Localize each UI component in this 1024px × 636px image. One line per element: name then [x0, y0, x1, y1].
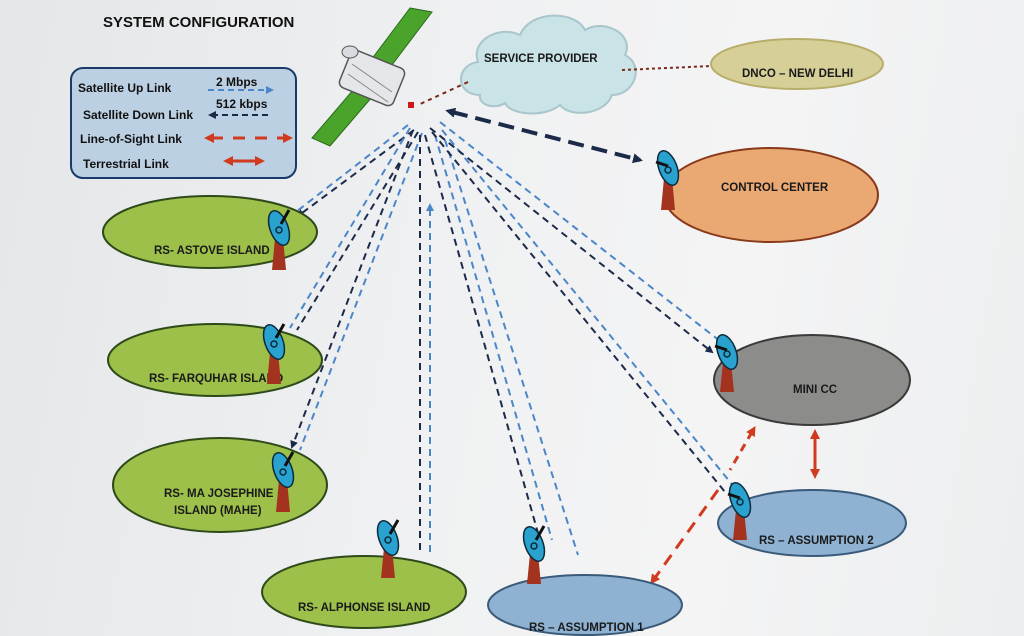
assumption1-ellipse [487, 574, 683, 636]
uplink-farquhar [289, 127, 411, 329]
legend-downlink-label: Satellite Down Link [83, 108, 193, 122]
legend-uplink-label: Satellite Up Link [78, 81, 172, 95]
antenna-dish-icon [714, 334, 739, 392]
los-mini-cc-segment [728, 425, 756, 471]
downlink-ma-josephine [290, 129, 414, 449]
legend-uplink-rate: 2 Mbps [216, 75, 258, 89]
node-mini-cc: MINI CC [713, 334, 911, 426]
alphonse-label: RS- ALPHONSE ISLAND [298, 602, 430, 614]
farquhar-label: RS- FARQUHAR ISLAND [149, 373, 283, 385]
antennas [262, 150, 752, 584]
control-center-ellipse [663, 147, 879, 243]
downlink-assumption1 [424, 134, 541, 541]
diagram-title: SYSTEM CONFIGURATION [103, 14, 294, 31]
satellite-links [289, 107, 736, 556]
control-center-label: CONTROL CENTER [721, 182, 829, 194]
legend-box [70, 67, 297, 179]
uplink-assumption1-b [444, 139, 579, 556]
astove-ellipse [102, 195, 318, 269]
antenna-dish-icon [262, 323, 286, 384]
downlink-farquhar [296, 131, 419, 331]
ma-josephine-ellipse [112, 437, 328, 533]
legend: Satellite Up Link 2 Mbps Satellite Down … [70, 67, 297, 179]
antenna-dish-icon [267, 209, 291, 270]
legend-downlink-rate: 512 kbps [216, 97, 268, 111]
node-assumption2: RS – ASSUMPTION 2 [717, 489, 907, 557]
legend-los-label: Line-of-Sight Link [80, 132, 182, 146]
node-alphonse: RS- ALPHONSE ISLAND [261, 555, 467, 629]
uplink-assumption2 [441, 129, 736, 489]
node-control-center: CONTROL CENTER [663, 147, 879, 243]
antenna-dish-icon [655, 150, 680, 210]
dnco-node: DNCO – NEW DELHI [710, 38, 884, 90]
legend-terrestrial-label: Terrestrial Link [83, 157, 169, 171]
uplink-assumption1 [434, 134, 553, 541]
assumption2-label: RS – ASSUMPTION 2 [759, 535, 874, 547]
antenna-dish-icon [376, 519, 400, 578]
node-ma-josephine: RS- MA JOSEPHINE ISLAND (MAHE) [112, 437, 328, 533]
farquhar-ellipse [107, 323, 323, 397]
los-links [650, 425, 820, 585]
mini-cc-label: MINI CC [793, 384, 837, 396]
downlink-mini-cc [429, 127, 714, 354]
uplink-mini-cc [439, 121, 726, 346]
terrestrial-link-satellite [417, 81, 469, 106]
assumption2-ellipse [717, 489, 907, 557]
uplink-astove [291, 124, 409, 216]
link-control-center [445, 107, 643, 164]
ma-josephine-label-2: ISLAND (MAHE) [174, 505, 262, 517]
assumption1-label: RS – ASSUMPTION 1 [529, 622, 644, 634]
satellite-icon [311, 7, 433, 147]
node-astove: RS- ASTOVE ISLAND [102, 195, 318, 269]
ma-josephine-label-1: RS- MA JOSEPHINE [164, 488, 274, 500]
dnco-label: DNCO – NEW DELHI [742, 68, 853, 80]
downlink-astove [296, 129, 415, 218]
node-farquhar: RS- FARQUHAR ISLAND [107, 323, 323, 397]
antenna-dish-icon [522, 525, 546, 584]
alphonse-ellipse [261, 555, 467, 629]
dnco-ellipse [710, 38, 884, 90]
antenna-dish-icon [271, 451, 295, 512]
node-assumption1: RS – ASSUMPTION 1 [487, 574, 683, 636]
service-provider-label: SERVICE PROVIDER [484, 53, 598, 65]
antenna-dish-icon [727, 482, 752, 540]
service-provider-cloud: SERVICE PROVIDER [460, 14, 637, 115]
mini-cc-ellipse [713, 334, 911, 426]
uplink-ma-josephine [299, 132, 423, 451]
los-assumption1-segment [650, 489, 720, 585]
astove-label: RS- ASTOVE ISLAND [154, 245, 270, 257]
downlink-assumption2 [431, 131, 726, 493]
